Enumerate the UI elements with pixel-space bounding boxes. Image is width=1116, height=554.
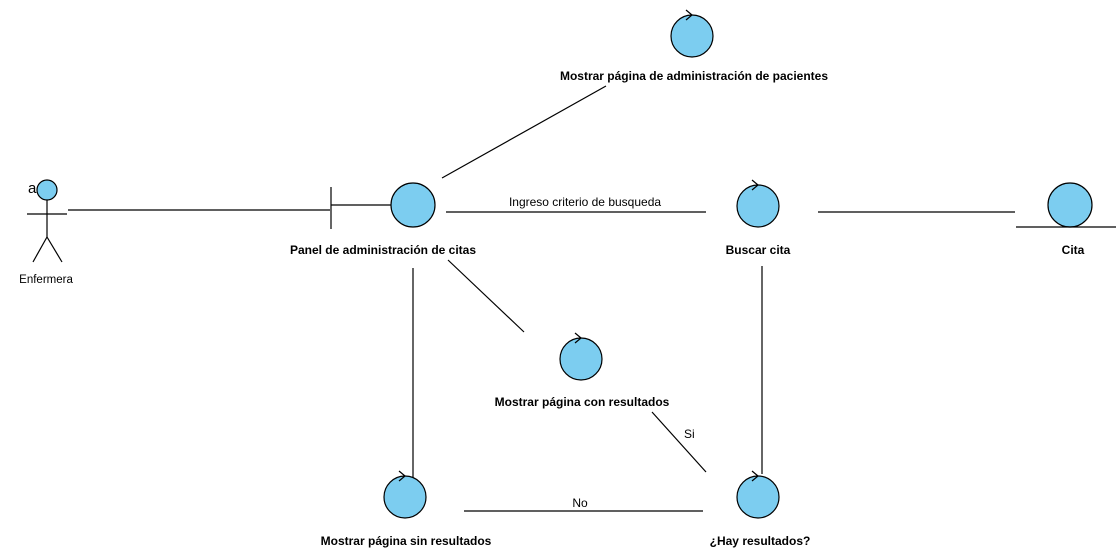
- connector-panel-mostrar-con-resultados: [447, 259, 525, 333]
- cita-label: Cita: [1062, 243, 1085, 257]
- actor-name: Enfermera: [19, 274, 73, 286]
- mostrar-sin-resultados-label: Mostrar página sin resultados: [321, 534, 492, 548]
- control-circle: [559, 337, 603, 381]
- control-circle: [383, 475, 427, 519]
- control-mostrar-con-resultados[interactable]: Mostrar página con resultados: [495, 332, 670, 409]
- control-circle: [670, 14, 714, 58]
- actor-head: [36, 179, 58, 201]
- control-arrow: [751, 470, 759, 482]
- control-arrow: [751, 179, 759, 191]
- control-buscar-cita[interactable]: Buscar cita: [726, 179, 791, 257]
- panel-label: Panel de administración de citas: [290, 243, 476, 257]
- actor-enfermera[interactable]: a Enfermera: [19, 179, 73, 286]
- boundary-circle: [390, 182, 436, 228]
- edge-label-ingreso: Ingreso criterio de busqueda: [509, 195, 661, 209]
- boundary-panel[interactable]: Panel de administración de citas: [290, 182, 476, 257]
- control-hay-resultados[interactable]: ¿Hay resultados?: [710, 470, 811, 548]
- control-arrow: [685, 9, 693, 21]
- buscar-cita-label: Buscar cita: [726, 243, 791, 257]
- edge-label-si: Si: [684, 427, 695, 441]
- control-circle: [736, 475, 780, 519]
- connector-mostrar-con-hay-resultados: [651, 411, 707, 473]
- entity-cita[interactable]: Cita: [1016, 182, 1116, 257]
- control-arrow: [398, 470, 406, 482]
- actor-left-leg: [32, 236, 48, 263]
- actor-right-leg: [46, 236, 63, 263]
- hay-resultados-label: ¿Hay resultados?: [710, 534, 811, 548]
- actor-tag: a: [28, 180, 37, 197]
- connector-panel-mostrar-pacientes: [441, 85, 607, 179]
- mostrar-pacientes-label: Mostrar página de administración de paci…: [560, 69, 828, 83]
- entity-circle: [1047, 182, 1093, 228]
- control-mostrar-pacientes[interactable]: Mostrar página de administración de paci…: [560, 9, 828, 83]
- control-mostrar-sin-resultados[interactable]: Mostrar página sin resultados: [321, 470, 492, 548]
- control-arrow: [574, 332, 582, 344]
- control-circle: [736, 184, 780, 228]
- edge-label-no: No: [572, 496, 588, 510]
- mostrar-con-resultados-label: Mostrar página con resultados: [495, 395, 670, 409]
